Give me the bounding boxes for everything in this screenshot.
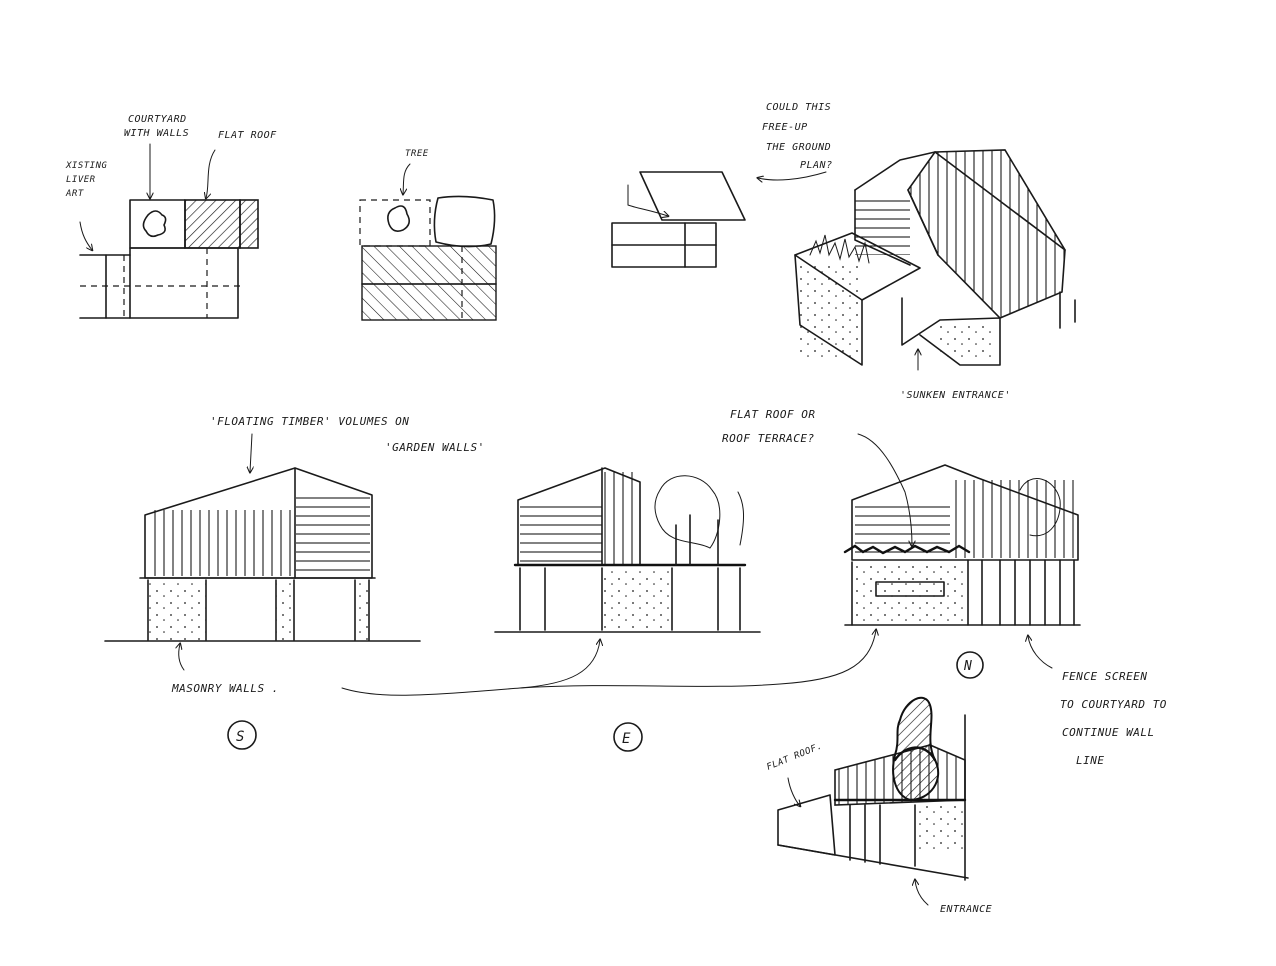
south-label-circle: S bbox=[227, 720, 257, 750]
entrance-text: ENTRANCE bbox=[940, 904, 992, 915]
sunken-entrance-label: 'SUNKEN ENTRANCE' bbox=[900, 390, 1011, 401]
sunken-entrance-text: 'SUNKEN ENTRANCE' bbox=[900, 390, 1011, 401]
south-elevation bbox=[104, 467, 421, 642]
axonometric-sketch bbox=[794, 149, 1076, 371]
east-label-circle: E bbox=[613, 722, 643, 752]
east-label: E bbox=[622, 731, 631, 747]
masonry-walls-text: MASONRY WALLS . bbox=[171, 682, 279, 695]
entrance-label: ENTRANCE bbox=[915, 880, 992, 915]
east-elevation bbox=[494, 467, 761, 633]
floating-volumes-label: 'FLOATING TIMBER' VOLUMES ON'GARDEN WALL… bbox=[210, 415, 485, 472]
perspective-sketch bbox=[777, 696, 969, 881]
north-label-circle: N bbox=[956, 651, 984, 679]
flat-roof-plan-label: FLAT ROOF bbox=[206, 130, 277, 198]
tree-text: TREE bbox=[405, 149, 429, 159]
masonry-walls-label: MASONRY WALLS . bbox=[171, 630, 876, 696]
free-up-diagram bbox=[611, 171, 746, 268]
south-label: S bbox=[236, 729, 245, 745]
floating-volumes-text: 'FLOATING TIMBER' VOLUMES ON'GARDEN WALL… bbox=[210, 415, 485, 454]
flat-roof-persp-label: FLAT ROOF. bbox=[765, 741, 824, 806]
tree-label: TREE bbox=[403, 149, 429, 194]
plan-sketch-2 bbox=[359, 195, 497, 321]
flat-roof-persp-text: FLAT ROOF. bbox=[765, 741, 824, 772]
plan-sketch-1 bbox=[79, 199, 259, 319]
flat-roof-plan-text: FLAT ROOF bbox=[218, 130, 277, 141]
north-elevation bbox=[843, 464, 1081, 626]
north-label: N bbox=[963, 659, 972, 674]
